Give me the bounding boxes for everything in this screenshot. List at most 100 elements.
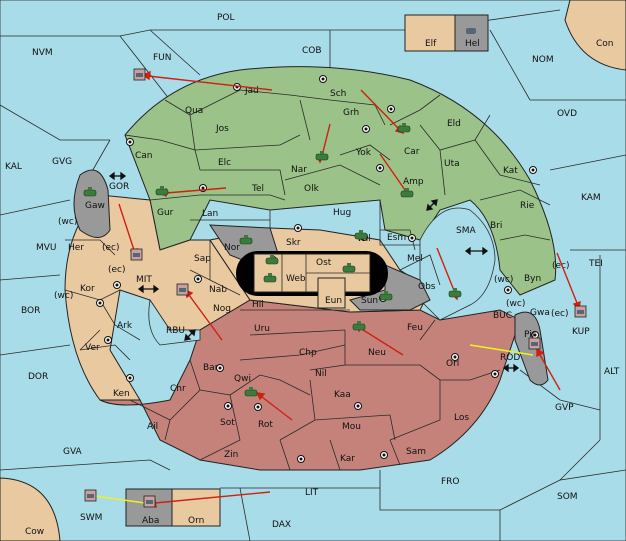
label-olk: Olk <box>304 184 320 194</box>
label-ver: Ver <box>85 343 100 353</box>
label-fro: FRO <box>441 477 460 487</box>
label-som: SOM <box>557 492 578 502</box>
label-coast-wc: (wc) <box>494 275 513 285</box>
label-cob: COB <box>302 46 322 56</box>
label-hil: Hil <box>252 300 264 310</box>
label-tel: Tel <box>251 184 264 194</box>
army-unit-icon <box>244 389 258 397</box>
label-coast-wc: (wc) <box>506 299 525 309</box>
region-north <box>124 66 557 296</box>
label-kat: Kat <box>503 166 518 176</box>
label-lan: Lan <box>202 209 218 219</box>
label-gaw: Gaw <box>85 201 105 211</box>
label-swm: SWM <box>80 513 102 523</box>
units <box>83 28 587 508</box>
label-elc: Elc <box>218 158 231 168</box>
label-elf: Elf <box>425 39 437 49</box>
adjacency-arrows <box>108 171 520 373</box>
label-kup: KUP <box>572 327 590 337</box>
label-car: Car <box>404 147 420 157</box>
label-rie: Rie <box>520 201 535 211</box>
label-coast-ec: (ec) <box>551 309 569 319</box>
label-coast-ec: (ec) <box>102 243 120 253</box>
label-eld: Eld <box>447 119 461 129</box>
label-uta: Uta <box>444 159 460 169</box>
label-neu: Neu <box>368 348 386 358</box>
label-mit: MIT <box>136 275 152 285</box>
inner-sea-rbu <box>148 298 201 346</box>
label-rot: Rot <box>258 420 273 430</box>
label-hel: Hel <box>465 39 480 49</box>
label-sma: SMA <box>456 226 476 236</box>
label-uru: Uru <box>254 324 270 334</box>
sea-labels: POL NVM FUN COB NOM Con OVD KAL GVG KAM … <box>5 13 620 537</box>
label-coast-wc: (wc) <box>54 291 73 301</box>
label-grh: Grh <box>343 108 359 118</box>
label-bri: Bri <box>490 221 502 231</box>
army-unit-icon <box>352 323 366 331</box>
label-skr: Skr <box>286 238 301 248</box>
army-unit-icon <box>379 293 393 301</box>
label-ken: Ken <box>113 389 130 399</box>
label-gvp: GVP <box>555 403 574 413</box>
label-gva: GVA <box>63 447 83 457</box>
label-pir: Pir <box>524 330 536 340</box>
territory-hel[interactable] <box>454 14 489 52</box>
label-pol: POL <box>217 13 235 23</box>
army-unit-icon <box>400 190 414 198</box>
territory-elf[interactable] <box>404 14 456 52</box>
label-kar: Kar <box>340 454 355 464</box>
label-bar: Bar <box>203 363 219 373</box>
army-unit-icon <box>155 188 169 196</box>
sea-boundaries <box>0 9 626 541</box>
coast-labels: (wc) (ec) (ec) (wc) (wc) (ec) (wc) (ec) <box>54 217 570 319</box>
army-unit-icon <box>239 237 253 245</box>
inner-sea-sma <box>419 207 496 321</box>
label-nog: Nog <box>213 304 231 314</box>
support-orders <box>94 344 534 504</box>
label-amp: Amp <box>403 177 424 187</box>
label-qwi: Qwi <box>234 374 251 384</box>
label-can: Can <box>135 151 153 161</box>
label-lit: LIT <box>305 488 319 498</box>
label-con: Con <box>596 39 614 49</box>
land-labels: Jad Qua Sch Grh Jos Can Elc Nar Yok Car … <box>68 86 550 526</box>
army-unit-icon <box>315 153 329 161</box>
label-coast-ec: (ec) <box>552 261 570 271</box>
label-bor: BOR <box>21 306 40 316</box>
label-sot: Sot <box>220 418 235 428</box>
label-dax: DAX <box>272 520 291 530</box>
label-kaa: Kaa <box>334 390 351 400</box>
label-chp: Chp <box>299 348 317 358</box>
label-coast-wc: (wc) <box>58 217 77 227</box>
label-ark: Ark <box>117 321 133 331</box>
label-byn: Byn <box>524 274 541 284</box>
label-kal: KAL <box>5 162 22 172</box>
label-rod: ROD <box>500 353 520 363</box>
label-nvm: NVM <box>32 48 53 58</box>
label-orl: Orl <box>446 359 459 369</box>
label-nil: Nil <box>315 369 327 379</box>
label-hug: Hug <box>333 208 351 218</box>
label-mou: Mou <box>342 422 361 432</box>
label-nab: Nab <box>209 285 227 295</box>
army-unit-icon <box>354 232 368 240</box>
territory-gaw[interactable] <box>73 169 111 238</box>
army-unit-icon <box>342 265 356 273</box>
label-mel: Mel <box>407 254 423 264</box>
fleet-hel-icon <box>466 28 476 34</box>
label-nor: Nor <box>224 243 240 253</box>
label-sam: Sam <box>406 447 426 457</box>
territory-eun[interactable] <box>317 277 346 309</box>
label-eun: Eun <box>325 296 342 306</box>
label-ost: Ost <box>316 258 332 268</box>
army-unit-icon <box>265 257 279 265</box>
label-kor: Kor <box>80 284 95 294</box>
label-dor: DOR <box>28 372 48 382</box>
label-esm: Esm <box>387 233 406 243</box>
army-unit-icon <box>83 189 97 197</box>
label-sch: Sch <box>330 89 346 99</box>
label-kam: KAM <box>581 193 601 203</box>
territory-sun-area[interactable] <box>349 264 431 311</box>
